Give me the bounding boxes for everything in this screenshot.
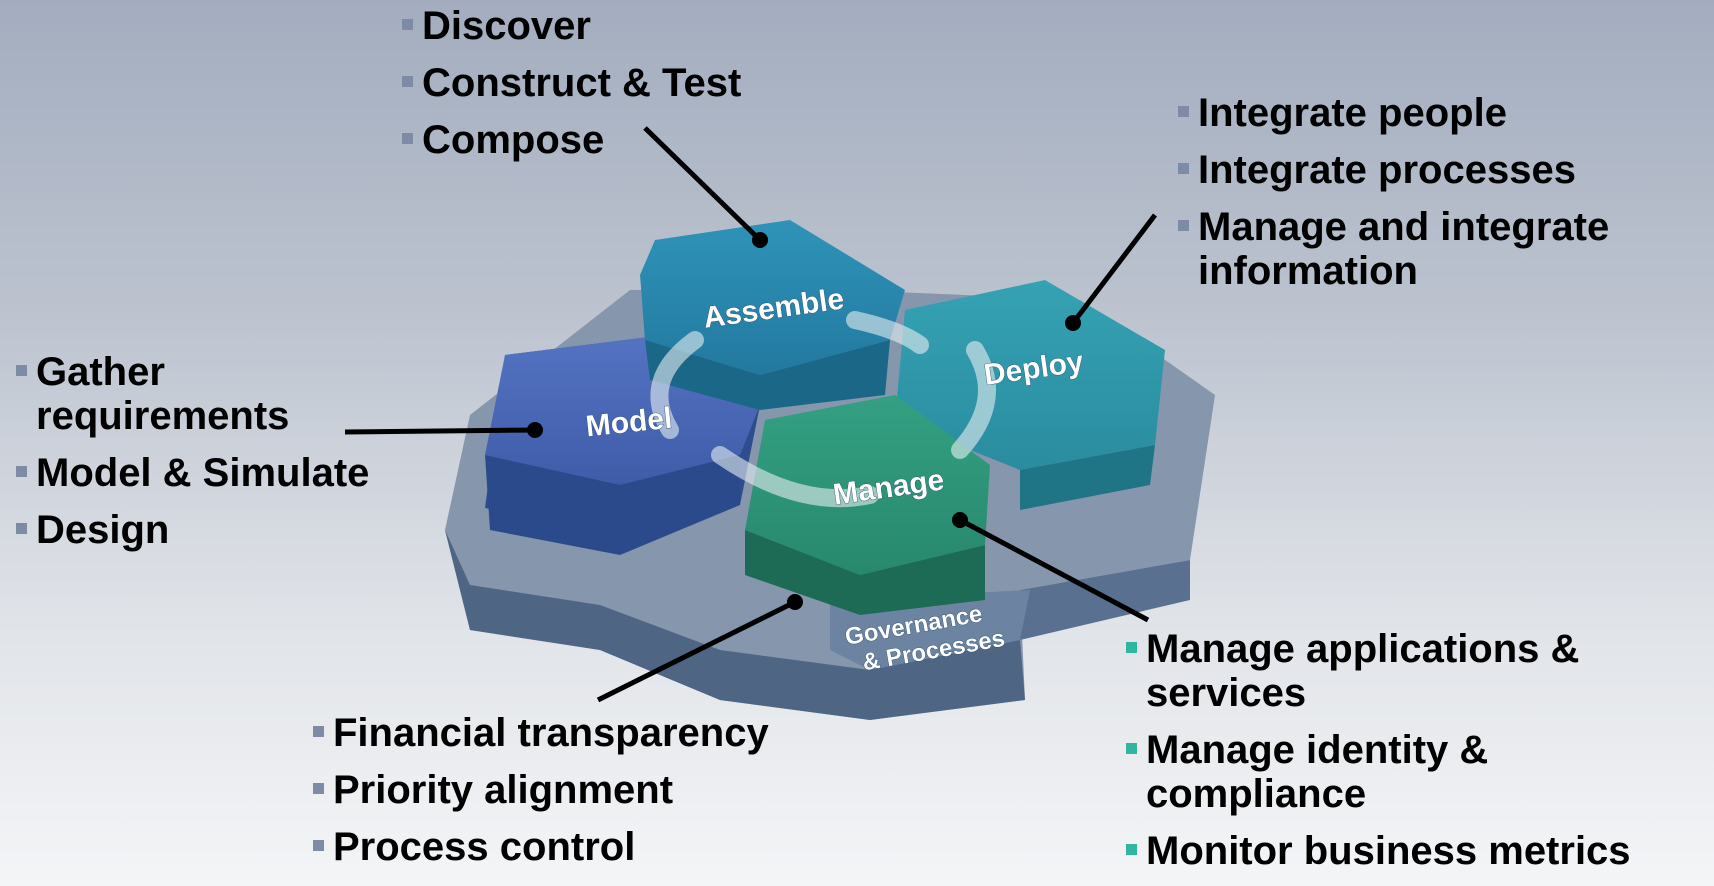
connector-lines <box>344 126 1157 703</box>
assemble-activities-list: Discover Construct & Test Compose <box>402 4 741 175</box>
bullet-icon <box>402 133 413 144</box>
list-item: Model & Simulate <box>16 451 376 495</box>
bullet-icon <box>1126 743 1137 754</box>
list-item: Integrate people <box>1178 91 1708 135</box>
governance-activities-list: Financial transparency Priority alignmen… <box>313 711 769 882</box>
manage-activities-list: Manage applications & services Manage id… <box>1126 627 1712 873</box>
list-item: Design <box>16 508 376 552</box>
list-item: Process control <box>313 825 769 869</box>
bullet-icon <box>402 19 413 30</box>
list-item: Monitor business metrics <box>1126 829 1712 873</box>
bullet-icon <box>1126 844 1137 855</box>
cycle-arrows <box>650 311 996 508</box>
bullet-icon <box>16 523 27 534</box>
bullet-icon <box>16 466 27 477</box>
deploy-hexagon <box>895 280 1165 510</box>
bullet-icon <box>313 783 324 794</box>
list-item: Manage applications & services <box>1126 627 1712 715</box>
bullet-icon <box>1178 163 1189 174</box>
list-item: Manage and integrate information <box>1178 205 1708 293</box>
bullet-icon <box>402 76 413 87</box>
bullet-icon <box>1178 106 1189 117</box>
list-item: Manage identity & compliance <box>1126 728 1712 816</box>
list-item: Priority alignment <box>313 768 769 812</box>
list-item: Financial transparency <box>313 711 769 755</box>
manage-hexagon <box>745 395 990 615</box>
list-item: Gather requirements <box>16 350 376 438</box>
model-activities-list: Gather requirements Model & Simulate Des… <box>16 350 376 565</box>
list-item: Integrate processes <box>1178 148 1708 192</box>
bullet-icon <box>1126 642 1137 653</box>
bullet-icon <box>1178 220 1189 231</box>
deploy-activities-list: Integrate people Integrate processes Man… <box>1178 91 1708 306</box>
bullet-icon <box>313 840 324 851</box>
connector-dots <box>527 232 1081 610</box>
list-item: Construct & Test <box>402 61 741 105</box>
list-item: Discover <box>402 4 741 48</box>
assemble-hexagon <box>640 220 905 410</box>
bullet-icon <box>16 365 27 376</box>
list-item: Compose <box>402 118 741 162</box>
model-label: Model <box>584 402 674 444</box>
bullet-icon <box>313 726 324 737</box>
